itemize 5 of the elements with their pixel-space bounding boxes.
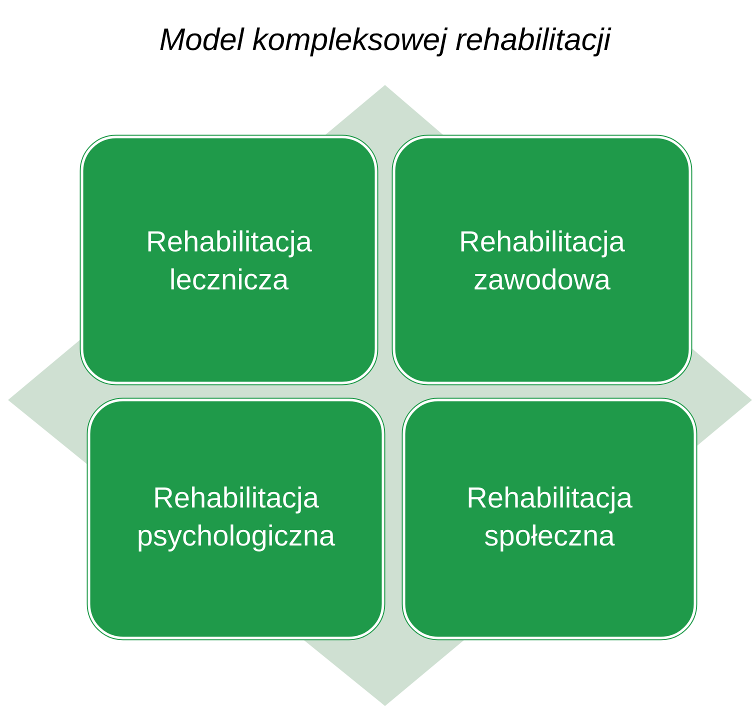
rounded-box: Rehabilitacja społeczna [402, 398, 698, 640]
title: Model kompleksowej rehabilitacji [160, 28, 612, 56]
rounded-box: Rehabilitacja lecznicza [80, 134, 378, 386]
rounded-box: Rehabilitacja zawodowa [392, 134, 692, 386]
rounded-box: Rehabilitacja psychologiczna [86, 398, 386, 640]
